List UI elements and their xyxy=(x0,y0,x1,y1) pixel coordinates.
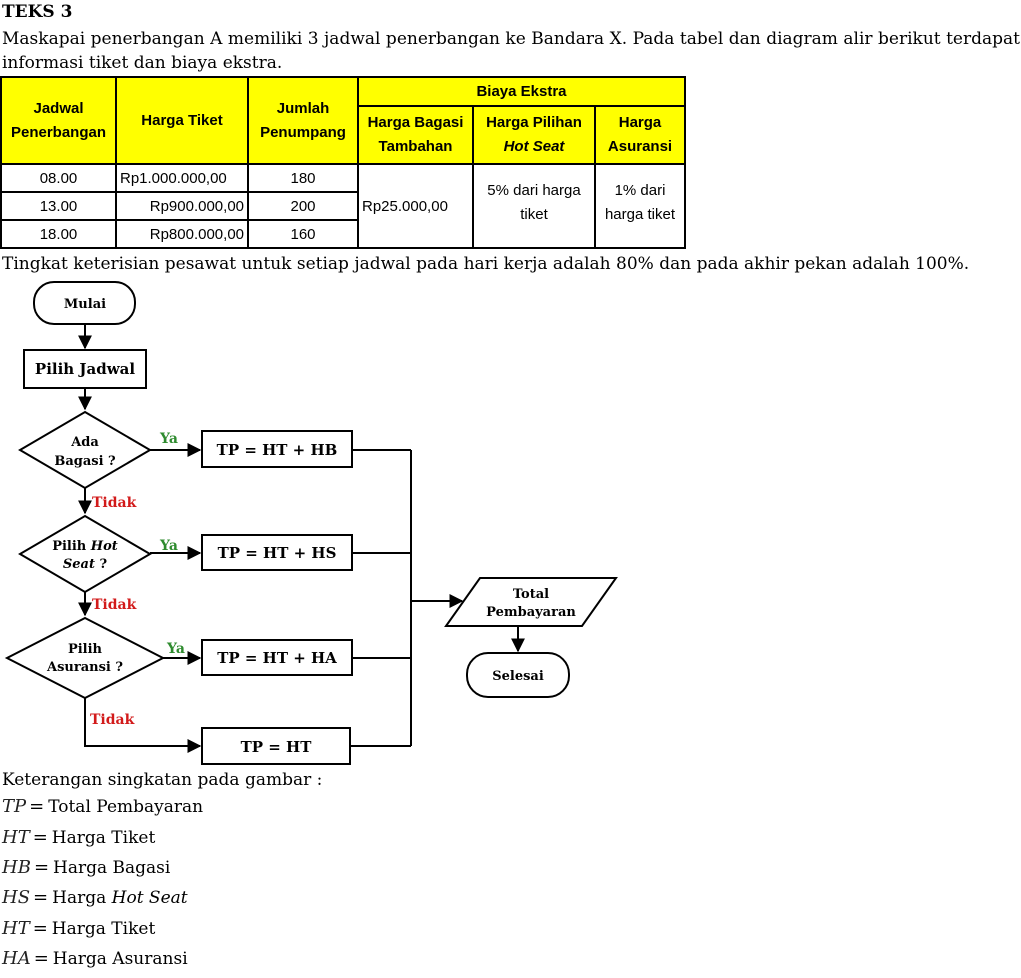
header-biaya-ekstra: Biaya Ekstra xyxy=(357,76,686,107)
legend-item: HT=Harga Tiket xyxy=(2,827,156,848)
output-label: Pembayaran xyxy=(486,605,576,620)
decision-bagasi-label: Bagasi ? xyxy=(54,454,116,469)
cell-jumlah: 200 xyxy=(247,191,359,221)
no-label: Tidak xyxy=(92,597,137,613)
section-title: TEKS 3 xyxy=(2,2,73,22)
start-label: Mulai xyxy=(64,297,106,312)
fill-rate-text: Tingkat keterisian pesawat untuk setiap … xyxy=(2,254,970,274)
decision-bagasi xyxy=(18,410,152,490)
cell-jumlah: 160 xyxy=(247,219,359,249)
output-label: Total xyxy=(513,587,549,602)
cell-harga: Rp800.000,00 xyxy=(115,219,249,249)
legend-item: HB=Harga Bagasi xyxy=(2,857,171,878)
yes-label: Ya xyxy=(166,641,185,657)
cell-bagasi-value: Rp25.000,00 xyxy=(357,163,474,249)
output-total-payment xyxy=(444,577,618,627)
legend-item: HS=Harga Hot Seat xyxy=(2,887,188,908)
arrow-connector xyxy=(84,698,202,753)
intro-paragraph: Maskapai penerbangan A memiliki 3 jadwal… xyxy=(2,29,1020,73)
decision-asuransi-label: Pilih xyxy=(68,642,103,657)
cell-harga: Rp900.000,00 xyxy=(115,191,249,221)
decision-hotseat-label: Pilih Hot xyxy=(52,539,118,554)
process-hs-label: TP = HT + HS xyxy=(218,544,337,562)
header-harga-tiket: Harga Tiket xyxy=(115,76,249,165)
no-label: Tidak xyxy=(90,712,135,728)
pick-schedule-label: Pilih Jadwal xyxy=(35,360,135,378)
decision-hotseat xyxy=(18,514,152,594)
process-ha xyxy=(201,639,353,676)
legend-item: HT=Harga Tiket xyxy=(2,918,156,939)
decision-asuransi-label: Asuransi ? xyxy=(46,660,123,675)
cell-harga: Rp1.000.000,00 xyxy=(115,163,249,193)
yes-label: Ya xyxy=(159,538,178,554)
flowchart: Mulai Pilih Jadwal Ada Bagasi ? Pilih Ho… xyxy=(4,281,618,765)
process-ht xyxy=(201,727,351,765)
pick-schedule-box xyxy=(23,349,147,389)
end-label: Selesai xyxy=(492,669,544,684)
yes-label: Ya xyxy=(159,431,178,447)
no-label: Tidak xyxy=(92,495,137,511)
decision-hotseat-label: Seat ? xyxy=(63,557,108,572)
legend-item: TP=Total Pembayaran xyxy=(2,796,204,817)
decision-asuransi xyxy=(4,616,166,700)
process-hb-label: TP = HT + HB xyxy=(217,441,338,459)
cell-jadwal: 13.00 xyxy=(0,191,117,221)
cell-jadwal: 18.00 xyxy=(0,219,117,249)
end-terminator xyxy=(466,652,570,698)
cell-jadwal: 08.00 xyxy=(0,163,117,193)
process-ht-label: TP = HT xyxy=(241,738,313,756)
legend-title: Keterangan singkatan pada gambar : xyxy=(2,770,323,790)
process-ha-label: TP = HT + HA xyxy=(217,649,337,667)
cell-jumlah: 180 xyxy=(247,163,359,193)
legend-item: HA=Harga Asuransi xyxy=(2,948,188,969)
decision-bagasi-label: Ada xyxy=(70,435,99,450)
